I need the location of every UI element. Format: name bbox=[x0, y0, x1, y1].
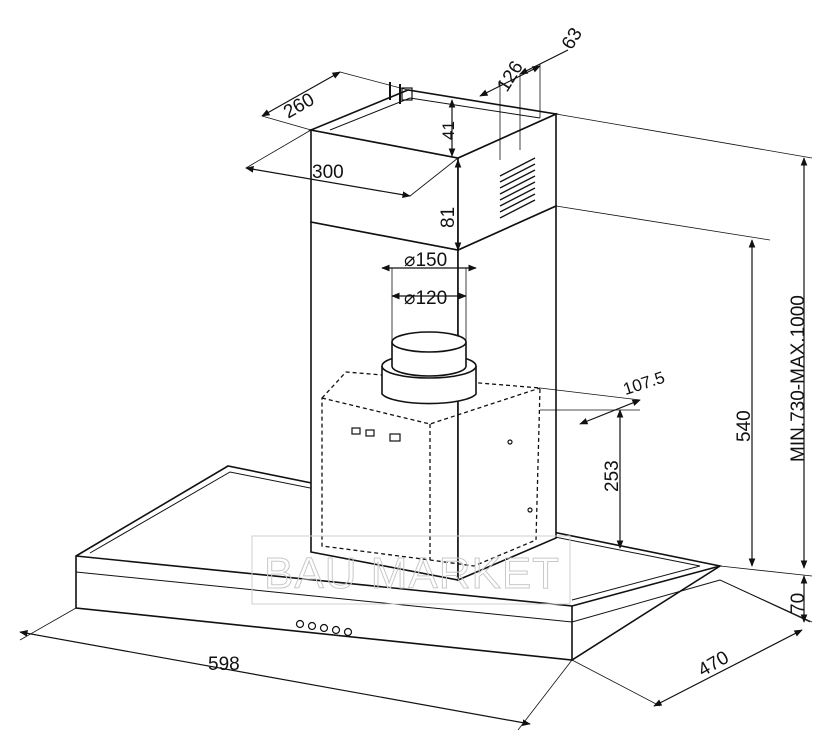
label-diameter-150: ⌀150 bbox=[404, 250, 447, 271]
label-41: 41 bbox=[439, 121, 458, 140]
outlet-collar bbox=[381, 331, 477, 405]
motor-housing bbox=[321, 371, 541, 567]
button-3 bbox=[319, 623, 329, 633]
label-470: 470 bbox=[695, 647, 733, 681]
label-total-height: MIN.730-MAX.1000 bbox=[788, 295, 809, 462]
label-253: 253 bbox=[602, 460, 623, 492]
button-4 bbox=[331, 625, 341, 635]
label-260: 260 bbox=[280, 89, 318, 123]
housing-details bbox=[351, 427, 533, 513]
button-2 bbox=[307, 621, 317, 631]
label-diameter-120: ⌀120 bbox=[404, 288, 447, 309]
watermark: BAU MARKET bbox=[251, 535, 571, 605]
label-107-5: 107.5 bbox=[621, 368, 667, 399]
watermark-text: BAU MARKET bbox=[264, 549, 560, 598]
label-300: 300 bbox=[312, 162, 344, 183]
vent-grille bbox=[499, 157, 536, 219]
button-5 bbox=[343, 627, 353, 637]
label-63: 63 bbox=[558, 24, 587, 53]
label-126: 126 bbox=[493, 58, 528, 96]
label-540: 540 bbox=[734, 410, 755, 442]
button-1 bbox=[295, 619, 305, 629]
label-598: 598 bbox=[208, 654, 240, 675]
lower-chimney bbox=[310, 179, 557, 582]
dimension-lines bbox=[19, 49, 813, 731]
label-81: 81 bbox=[438, 207, 459, 228]
label-70: 70 bbox=[788, 593, 809, 614]
